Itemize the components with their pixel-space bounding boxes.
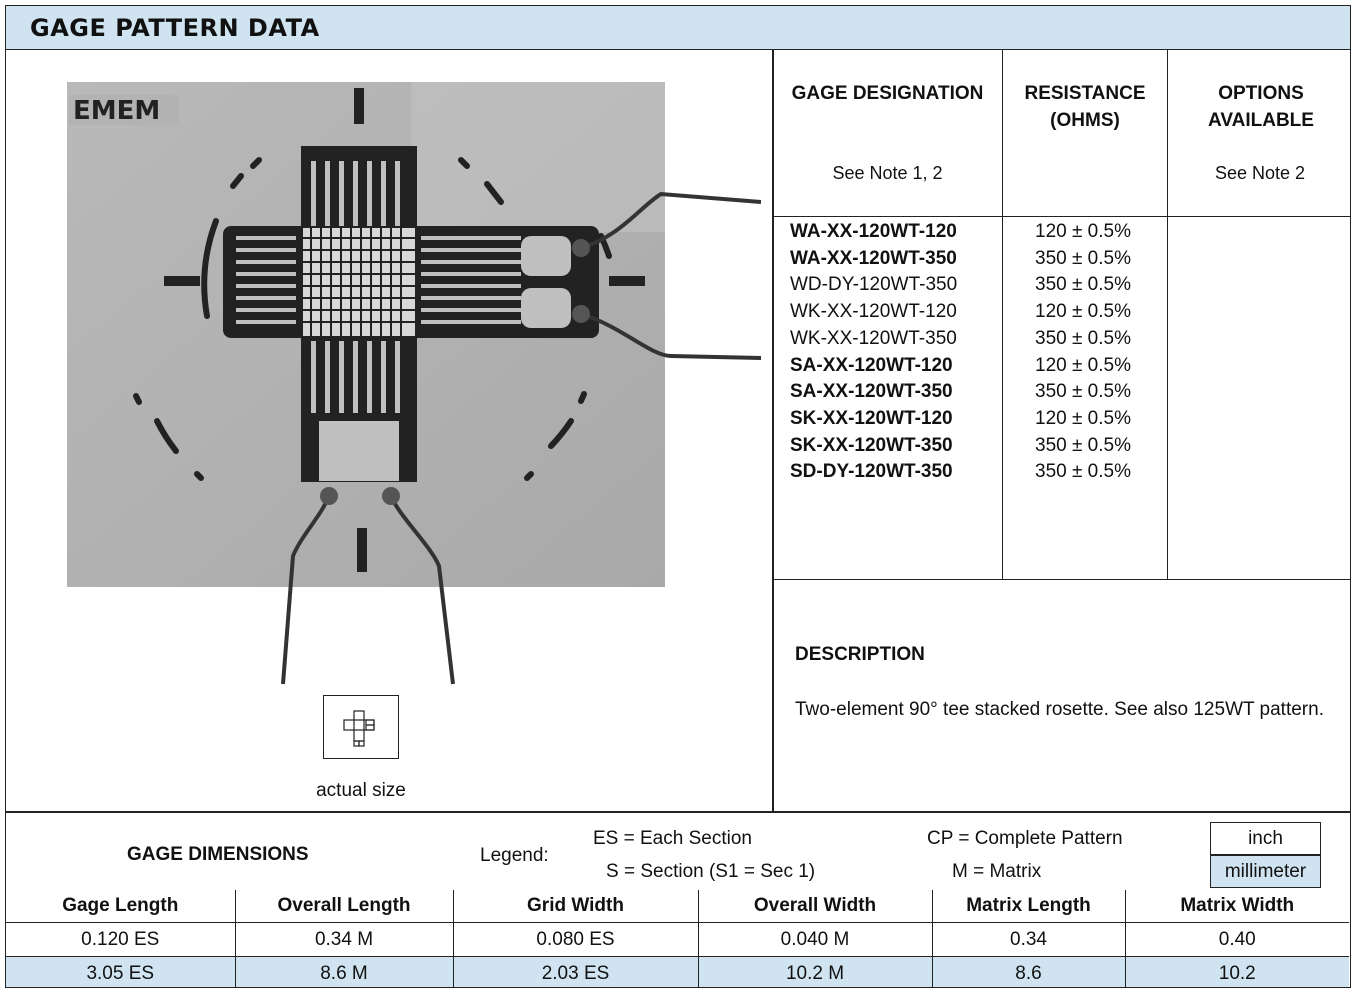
resistance-item: 120 ± 0.5% [1035, 354, 1131, 376]
legend-each-section: ES = Each Section [593, 828, 752, 849]
resistance-list: 120 ± 0.5% 350 ± 0.5% 350 ± 0.5% 120 ± 0… [1035, 219, 1131, 486]
designation-item: WK-XX-120WT-120 [790, 301, 957, 323]
designation-item: WA-XX-120WT-120 [790, 221, 957, 242]
logo-mark: EMEM [69, 95, 179, 126]
designation-item: SK-XX-120WT-350 [790, 434, 953, 456]
gage-dimensions-title: GAGE DIMENSIONS [127, 844, 309, 865]
header-resistance: RESISTANCE (OHMS) [1024, 83, 1146, 131]
column-header: Gage Length [6, 890, 236, 923]
table-cell: 0.40 [1124, 922, 1349, 957]
legend-section: S = Section (S1 = Sec 1) [606, 861, 816, 882]
table-cell: 8.6 M [234, 956, 454, 987]
legend-complete-pattern: CP = Complete Pattern [927, 828, 1123, 849]
designation-item: SA-XX-120WT-350 [790, 381, 953, 403]
gage-data-sheet: GAGE PATTERN DATA EMEM [5, 5, 1351, 988]
designation-item: WK-XX-120WT-350 [790, 327, 957, 349]
column-header: Overall Width [697, 890, 933, 923]
resistance-item: 350 ± 0.5% [1035, 327, 1131, 349]
svg-text:EMEM: EMEM [73, 96, 160, 126]
table-row-inch: 0.120 ES 0.34 M 0.080 ES 0.040 M 0.34 0.… [6, 922, 1349, 957]
designation-list: WA-XX-120WT-120 WA-XX-120WT-350 WD-DY-12… [790, 219, 957, 486]
title-bar: GAGE PATTERN DATA [6, 6, 1350, 50]
gage-dimensions-bar: GAGE DIMENSIONS Legend: ES = Each Sectio… [6, 812, 1350, 889]
resistance-item: 120 ± 0.5% [1035, 407, 1131, 429]
table-row-millimeter: 3.05 ES 8.6 M 2.03 ES 10.2 M 8.6 10.2 [6, 956, 1349, 987]
table-cell: 10.2 [1124, 956, 1349, 987]
resistance-item: 120 ± 0.5% [1035, 221, 1131, 242]
resistance-item: 350 ± 0.5% [1035, 381, 1131, 403]
header-gage-designation: GAGE DESIGNATION [791, 83, 984, 104]
actual-size-icon-box [323, 695, 399, 759]
resistance-item: 350 ± 0.5% [1035, 274, 1131, 296]
resistance-item: 350 ± 0.5% [1035, 461, 1131, 483]
resistance-item: 120 ± 0.5% [1035, 301, 1131, 323]
header-designation-note: See Note 1, 2 [832, 163, 943, 183]
description-text: Two-element 90° tee stacked rosette. See… [795, 699, 1324, 720]
rosette-actual-size-icon [343, 710, 375, 747]
designation-item: SK-XX-120WT-120 [790, 407, 953, 429]
designation-item: SD-DY-120WT-350 [790, 461, 953, 483]
table-cell: 10.2 M [697, 956, 933, 987]
table-cell: 3.05 ES [6, 956, 236, 987]
description-title: DESCRIPTION [795, 644, 925, 665]
column-header: Overall Length [234, 890, 454, 923]
table-cell: 0.080 ES [452, 922, 699, 957]
column-header: Matrix Length [931, 890, 1126, 923]
gage-photo: EMEM [67, 82, 761, 685]
unit-inch-toggle[interactable]: inch [1210, 822, 1321, 855]
table-cell: 2.03 ES [452, 956, 699, 987]
header-options-available: OPTIONS AVAILABLE [1208, 83, 1314, 131]
table-cell: 8.6 [931, 956, 1126, 987]
gage-dimensions-table: Gage Length Overall Length Grid Width Ov… [6, 890, 1349, 987]
designation-item: WD-DY-120WT-350 [790, 274, 958, 296]
table-cell: 0.040 M [697, 922, 933, 957]
header-options-note: See Note 2 [1214, 163, 1306, 183]
designation-item: SA-XX-120WT-120 [790, 354, 953, 376]
resistance-item: 350 ± 0.5% [1035, 434, 1131, 456]
table-cell: 0.34 [931, 922, 1126, 957]
page-title: GAGE PATTERN DATA [30, 14, 320, 42]
table-header-row: Gage Length Overall Length Grid Width Ov… [6, 890, 1349, 923]
unit-millimeter-toggle[interactable]: millimeter [1210, 855, 1321, 888]
legend-label: Legend: [480, 845, 549, 866]
legend-matrix: M = Matrix [952, 861, 1042, 882]
column-header: Matrix Width [1124, 890, 1349, 923]
actual-size-label: actual size [316, 780, 406, 801]
table-cell: 0.120 ES [6, 922, 236, 957]
photo-area: EMEM [6, 50, 773, 811]
resistance-item: 350 ± 0.5% [1035, 247, 1131, 269]
table-cell: 0.34 M [234, 922, 454, 957]
designation-item: WA-XX-120WT-350 [790, 247, 957, 269]
column-header: Grid Width [452, 890, 699, 923]
